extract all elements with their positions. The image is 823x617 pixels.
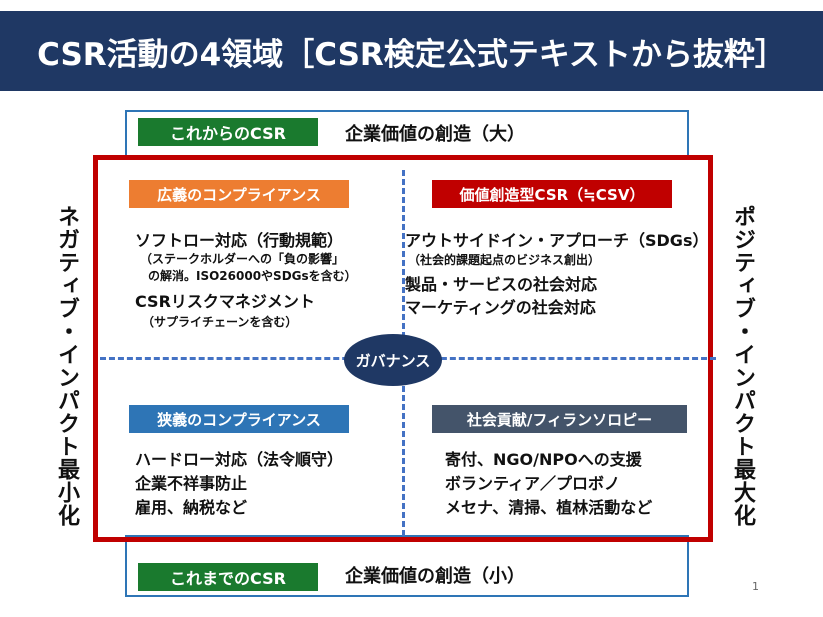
quadrant-line: （ステークホルダーへの「負の影響」 xyxy=(140,252,345,266)
value-creation-csr-label: 価値創造型CSR（≒CSV） xyxy=(432,180,672,208)
broad-compliance-label: 広義のコンプライアンス xyxy=(129,180,349,208)
quadrant-line: メセナ、清掃、植林活動など xyxy=(445,498,653,517)
quadrant-line: 企業不祥事防止 xyxy=(135,474,248,493)
quadrant-line: ボランティア／プロボノ xyxy=(445,474,621,493)
right-side-label: ポジティブ・インパクト最大化 xyxy=(730,205,755,527)
quadrant-line: ハードロー対応（法令順守） xyxy=(135,450,344,469)
past-csr-label: これまでのCSR xyxy=(138,563,318,591)
quadrant-line: の解消。ISO26000やSDGsを含む） xyxy=(148,269,357,283)
slide-title: CSR活動の4領域［CSR検定公式テキストから抜粋］ xyxy=(0,11,823,91)
future-csr-label: これからのCSR xyxy=(138,118,318,146)
quadrant-line: 製品・サービスの社会対応 xyxy=(405,275,598,294)
value-creation-large: 企業価値の創造（大） xyxy=(345,124,525,145)
quadrant-line: CSRリスクマネジメント xyxy=(135,292,315,311)
quadrant-line: 寄付、NGO/NPOへの支援 xyxy=(445,450,642,469)
quadrant-frame xyxy=(93,155,713,542)
quadrant-line: （サプライチェーンを含む） xyxy=(142,315,298,329)
philanthropy-label: 社会貢献/フィランソロピー xyxy=(432,405,687,433)
page-number: 1 xyxy=(752,580,759,593)
quadrant-line: ソフトロー対応（行動規範） xyxy=(135,231,344,250)
quadrant-line: 雇用、納税など xyxy=(135,498,248,517)
narrow-compliance-label: 狭義のコンプライアンス xyxy=(129,405,349,433)
left-side-label: ネガティブ・インパクト最小化 xyxy=(54,205,79,527)
quadrant-line: （社会的課題起点のビジネス創出） xyxy=(408,253,601,267)
value-creation-small: 企業価値の創造（小） xyxy=(345,566,525,587)
quadrant-line: アウトサイドイン・アプローチ（SDGs） xyxy=(405,231,709,250)
governance-ellipse: ガバナンス xyxy=(344,334,442,386)
quadrant-line: マーケティングの社会対応 xyxy=(405,298,596,317)
